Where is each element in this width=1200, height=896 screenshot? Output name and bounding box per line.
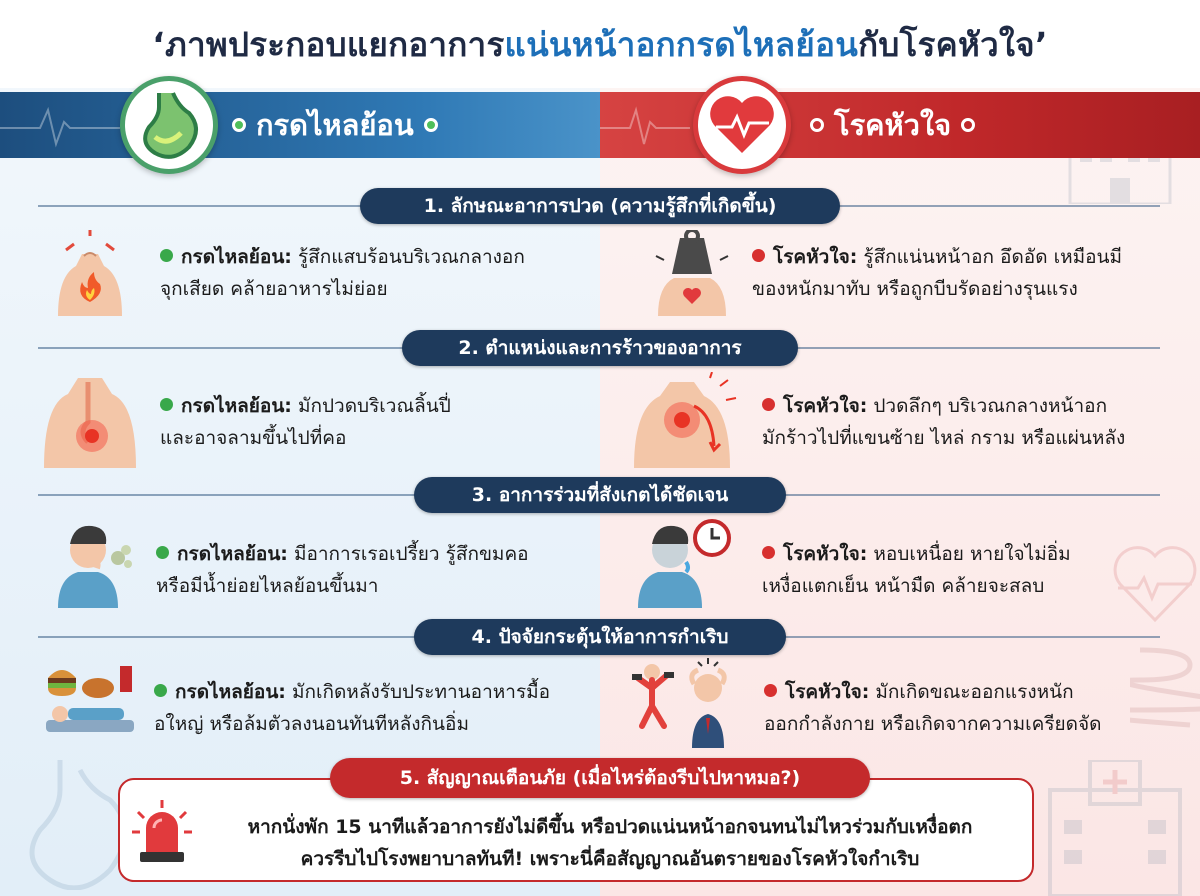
title-bar: ‘ภาพประกอบแยกอาการแน่นหน้าอกกรดไหลย้อนกั… [0, 0, 1200, 88]
title-part1: ‘ภาพประกอบแยกอาการ [152, 24, 505, 64]
left-header-text: กรดไหลย้อน [256, 108, 414, 142]
white-ring-icon [961, 118, 976, 132]
stomach-icon [143, 92, 198, 159]
s2-right-line1: ปวดลึกๆ บริเวณกลางหน้าอก [867, 395, 1108, 417]
ekg-line-icon [600, 106, 690, 145]
hospital-bg-icon-bottom [1048, 760, 1182, 896]
burping-person-icon [58, 525, 132, 608]
s1-right-text: โรคหัวใจ: รู้สึกแน่นหน้าอก อึดอัด เหมือน… [752, 241, 1122, 305]
left-header-label: กรดไหลย้อน [222, 92, 448, 158]
warning-line2: ควรรีบไปโรงพยาบาลทันที! เพราะนี่คือสัญญา… [300, 848, 920, 870]
s1-right-term: โรคหัวใจ: [773, 246, 858, 268]
right-header-text: โรคหัวใจ [834, 108, 952, 142]
s3-left-text: กรดไหลย้อน: มีอาการเรอเปรี้ยว รู้สึกขมคอ… [156, 538, 529, 602]
title-part2: กับโรคหัวใจ’ [858, 24, 1048, 64]
s3-right-text: โรคหัวใจ: หอบเหนื่อย หายใจไม่อิ่ม เหงื่อ… [762, 538, 1071, 602]
left-header-band: กรดไหลย้อน [0, 92, 600, 158]
s4-right-text: โรคหัวใจ: มักเกิดขณะออกแรงหนัก ออกกำลังก… [764, 676, 1101, 740]
section-4-heading: 4. ปัจจัยกระตุ้นให้อาการกำเริบ [414, 619, 786, 655]
green-bullet-icon [160, 249, 173, 262]
green-dot-icon [423, 118, 438, 132]
red-bullet-icon [762, 546, 775, 559]
green-bullet-icon [156, 546, 169, 559]
intestine-bg-icon [1130, 647, 1200, 728]
section-5-heading: 5. สัญญาณเตือนภัย (เมื่อไหร่ต้องรีบไปหาห… [330, 758, 870, 798]
weight-on-chest-icon [655, 230, 729, 316]
right-header-band: โรคหัวใจ [600, 92, 1200, 158]
red-bullet-icon [762, 398, 775, 411]
s2-left-line1: มักปวดบริเวณลิ้นปี่ [291, 395, 451, 417]
sweating-person-clock-icon [638, 519, 731, 608]
section-2-heading: 2. ตำแหน่งและการร้าวของอาการ [402, 330, 798, 366]
s1-left-line2: จุกเสียด คล้ายอาหารไม่ย่อย [160, 278, 388, 300]
red-bullet-icon [764, 684, 777, 697]
s3-right-line2: เหงื่อแตกเย็น หน้ามืด คล้ายจะสลบ [762, 575, 1045, 597]
warning-line1: หากนั่งพัก 15 นาทีแล้วอาการยังไม่ดีขึ้น … [247, 816, 973, 838]
page-title: ‘ภาพประกอบแยกอาการแน่นหน้าอกกรดไหลย้อนกั… [152, 18, 1048, 71]
s4-right-line1: มักเกิดขณะออกแรงหนัก [869, 681, 1074, 703]
s2-right-text: โรคหัวใจ: ปวดลึกๆ บริเวณกลางหน้าอก มักร้… [762, 390, 1125, 454]
s1-right-line2: ของหนักมาทับ หรือถูกบีบรัดอย่างรุนแรง [752, 278, 1078, 300]
right-header-label: โรคหัวใจ [800, 92, 985, 158]
heart-outline-bg-icon [1113, 546, 1197, 623]
s2-right-term: โรคหัวใจ: [783, 395, 868, 417]
s1-left-term: กรดไหลย้อน: [181, 246, 292, 268]
green-bullet-icon [160, 398, 173, 411]
s1-right-line1: รู้สึกแน่นหน้าอก อึดอัด เหมือนมี [857, 246, 1123, 268]
stomach-bg-icon [29, 760, 128, 890]
siren-icon [132, 800, 192, 862]
s3-left-line1: มีอาการเรอเปรี้ยว รู้สึกขมคอ [287, 543, 529, 565]
green-dot-icon [232, 118, 246, 132]
s4-right-line2: ออกกำลังกาย หรือเกิดจากความเครียดจัด [764, 713, 1102, 735]
s3-left-term: กรดไหลย้อน: [177, 543, 288, 565]
heart-emblem [693, 76, 791, 174]
big-meal-lying-down-icon [46, 666, 134, 732]
torso-esophagus-icon [44, 378, 136, 468]
s4-left-line2: อใหญ่ หรือล้มตัวลงนอนทันทีหลังกินอิ่ม [154, 713, 469, 735]
s3-right-term: โรคหัวใจ: [783, 543, 868, 565]
s4-left-text: กรดไหลย้อน: มักเกิดหลังรับประทานอาหารมื้… [154, 676, 550, 740]
s3-left-line2: หรือมีน้ำย่อยไหลย้อนขึ้นมา [156, 575, 379, 597]
s3-right-line1: หอบเหนื่อย หายใจไม่อิ่ม [867, 543, 1071, 565]
section-3-heading: 3. อาการร่วมที่สังเกตได้ชัดเจน [414, 477, 786, 513]
s2-right-line2: มักร้าวไปที่แขนซ้าย ไหล่ กราม หรือแผ่นหล… [762, 427, 1126, 449]
white-ring-icon [810, 118, 824, 132]
title-highlight: แน่นหน้าอกกรดไหลย้อน [504, 24, 859, 64]
exercise-stress-icon [632, 658, 727, 748]
red-bullet-icon [752, 249, 765, 262]
s1-left-text: กรดไหลย้อน: รู้สึกแสบร้อนบริเวณกลางอก จุ… [160, 241, 525, 305]
s1-left-line1: รู้สึกแสบร้อนบริเวณกลางอก [291, 246, 525, 268]
ekg-line-icon [0, 106, 120, 148]
s4-left-line1: มักเกิดหลังรับประทานอาหารมื้อ [285, 681, 551, 703]
s2-left-text: กรดไหลย้อน: มักปวดบริเวณลิ้นปี่ และอาจลา… [160, 390, 451, 454]
burning-chest-icon [58, 230, 122, 316]
s4-right-term: โรคหัวใจ: [785, 681, 870, 703]
heart-pulse-icon [710, 96, 774, 153]
green-bullet-icon [154, 684, 167, 697]
torso-radiating-pain-icon [634, 372, 737, 468]
section-1-heading: 1. ลักษณะอาการปวด (ความรู้สึกที่เกิดขึ้น… [360, 188, 840, 224]
s4-left-term: กรดไหลย้อน: [175, 681, 286, 703]
s2-left-line2: และอาจลามขึ้นไปที่คอ [160, 427, 347, 449]
s2-left-term: กรดไหลย้อน: [181, 395, 292, 417]
stomach-emblem [120, 76, 218, 174]
